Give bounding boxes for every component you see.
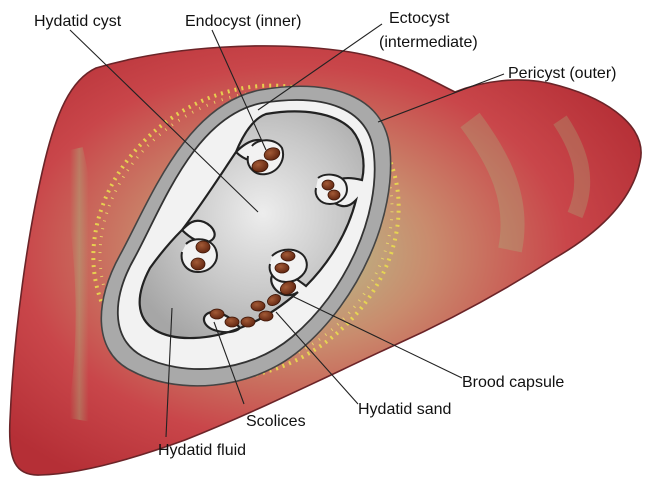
scolex — [210, 309, 224, 319]
scolex — [322, 180, 334, 190]
label-hydatid-sand: Hydatid sand — [358, 401, 451, 418]
scolex — [241, 317, 255, 327]
label-endocyst: Endocyst (inner) — [185, 13, 302, 30]
scolex — [259, 311, 273, 321]
scolex — [328, 190, 340, 200]
label-hydatid-fluid: Hydatid fluid — [158, 442, 246, 459]
scolex — [281, 251, 295, 261]
label-pericyst: Pericyst (outer) — [508, 65, 616, 82]
scolex — [251, 301, 265, 311]
scolex — [191, 258, 205, 270]
label-brood-capsule: Brood capsule — [462, 374, 564, 391]
label-ectocyst-line2: (intermediate) — [379, 34, 478, 51]
scolex — [225, 317, 239, 327]
scolex — [275, 263, 289, 273]
scolex — [196, 241, 210, 253]
label-ectocyst-line1: Ectocyst — [389, 10, 450, 27]
label-scolices: Scolices — [246, 413, 306, 430]
label-hydatid-cyst: Hydatid cyst — [34, 13, 122, 30]
